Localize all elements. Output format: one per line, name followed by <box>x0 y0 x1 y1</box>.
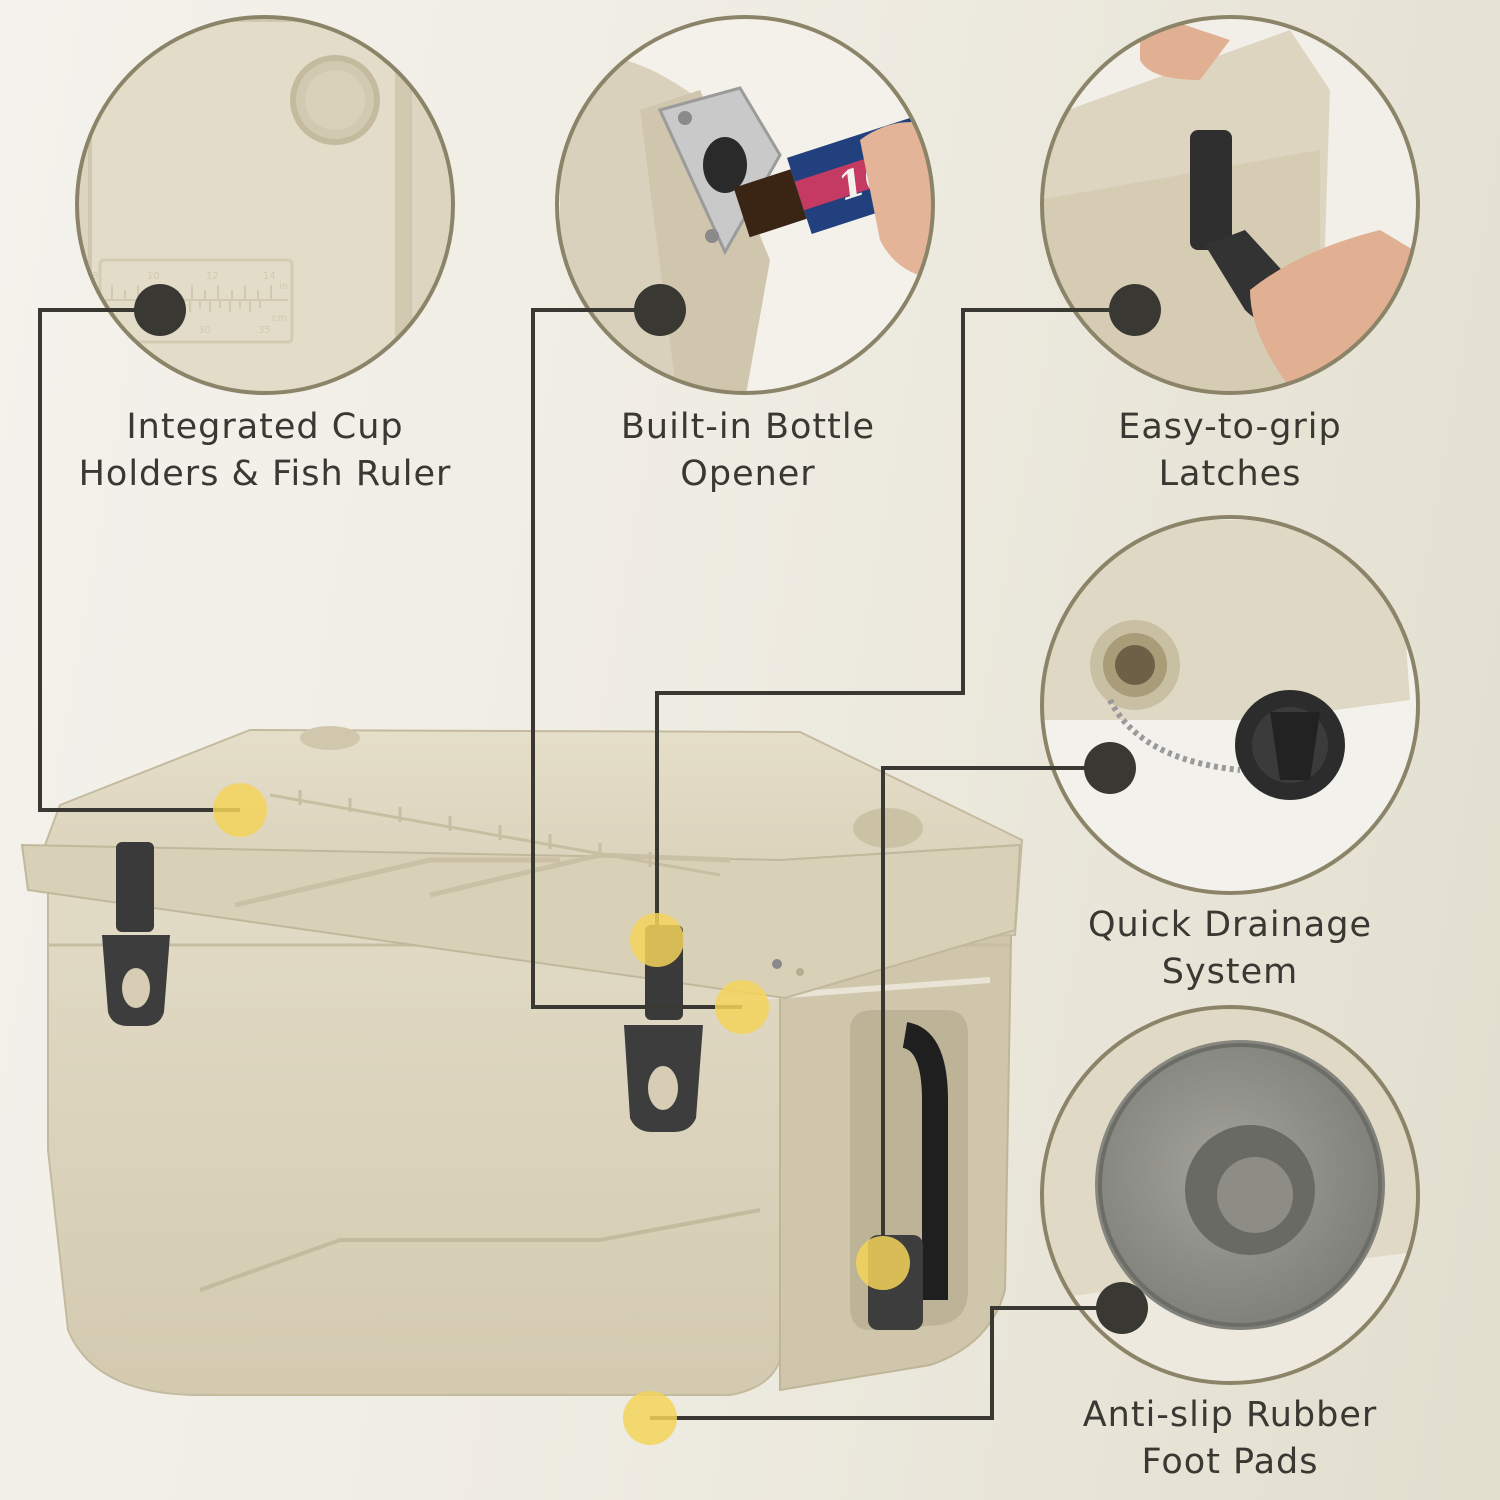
dot-foot-pads <box>1096 1282 1148 1334</box>
leader-lines <box>38 308 1135 1420</box>
latch-detail-circle <box>1040 15 1420 395</box>
label-cup-holders: Integrated Cup Holders & Fish Ruler <box>65 404 465 498</box>
dot-latches <box>1109 284 1161 336</box>
marker-bottle-opener <box>715 980 769 1034</box>
label-bottle-opener-line2: Opener <box>680 454 816 494</box>
marker-cup-holders <box>213 783 267 837</box>
cooler <box>20 726 1024 1396</box>
latch-strap <box>1190 130 1232 250</box>
label-foot-pads-line1: Anti-slip Rubber <box>1082 1395 1378 1435</box>
label-cup-holders-line1: Integrated Cup <box>126 407 404 447</box>
opener-screw <box>772 959 782 969</box>
label-latches: Easy-to-grip Latches <box>1030 404 1430 498</box>
ruler-in-14: 14 <box>263 271 276 282</box>
dot-cup-holders <box>134 284 186 336</box>
detail-dots <box>134 284 1161 1334</box>
leader-cup-holders <box>38 308 240 812</box>
latch-left <box>102 842 170 1026</box>
ruler-unit-cm: cm <box>272 313 287 324</box>
lid-front-lip <box>20 843 1022 1000</box>
label-drainage-line1: Quick Drainage <box>1088 905 1372 945</box>
marker-drainage <box>856 1236 910 1290</box>
label-latches-line1: Easy-to-grip <box>1118 407 1342 447</box>
dot-bottle-opener <box>634 284 686 336</box>
leader-latches <box>655 308 1135 940</box>
ruler-in-12: 12 <box>206 271 219 282</box>
label-drainage-line2: System <box>1161 952 1299 992</box>
drainage-detail-circle <box>1040 515 1420 895</box>
foot-pad-detail-circle <box>1040 1005 1420 1385</box>
leader-drainage <box>881 766 1110 1263</box>
lid-ruler <box>269 790 721 877</box>
front-panel-crease <box>199 1208 761 1292</box>
finger-top <box>1140 19 1230 80</box>
label-foot-pads: Anti-slip Rubber Foot Pads <box>1030 1392 1430 1486</box>
cup-holder-detail-circle: 8 10 12 14 in 30 35 cm <box>75 15 455 395</box>
ruler-unit-in: in <box>279 281 288 292</box>
label-foot-pads-line2: Foot Pads <box>1141 1442 1319 1482</box>
label-drainage: Quick Drainage System <box>1030 902 1430 996</box>
marker-latches <box>630 913 684 967</box>
ruler-in-10: 10 <box>147 271 160 282</box>
ruler-cm-35: 35 <box>258 325 271 336</box>
cooler-markers <box>213 783 910 1445</box>
leader-foot-pads <box>650 1306 1122 1420</box>
lid-ridge-left <box>234 857 560 908</box>
lid-cup-holder-back <box>300 726 360 750</box>
dot-drainage <box>1084 742 1136 794</box>
label-cup-holders-line2: Holders & Fish Ruler <box>78 454 452 494</box>
rope-handle <box>901 1022 948 1300</box>
hinge-screw <box>796 968 804 976</box>
label-latches-line2: Latches <box>1158 454 1302 494</box>
lid-cup-holder <box>853 808 923 848</box>
label-bottle-opener-line1: Built-in Bottle <box>620 407 876 447</box>
bottle-opener-detail-circle: 1664 <box>555 15 935 395</box>
leader-bottle-opener <box>531 308 742 1009</box>
marker-foot-pads <box>623 1391 677 1445</box>
ruler-in-8: 8 <box>92 271 98 282</box>
label-bottle-opener: Built-in Bottle Opener <box>548 404 948 498</box>
ruler-cm-30: 30 <box>198 325 211 336</box>
